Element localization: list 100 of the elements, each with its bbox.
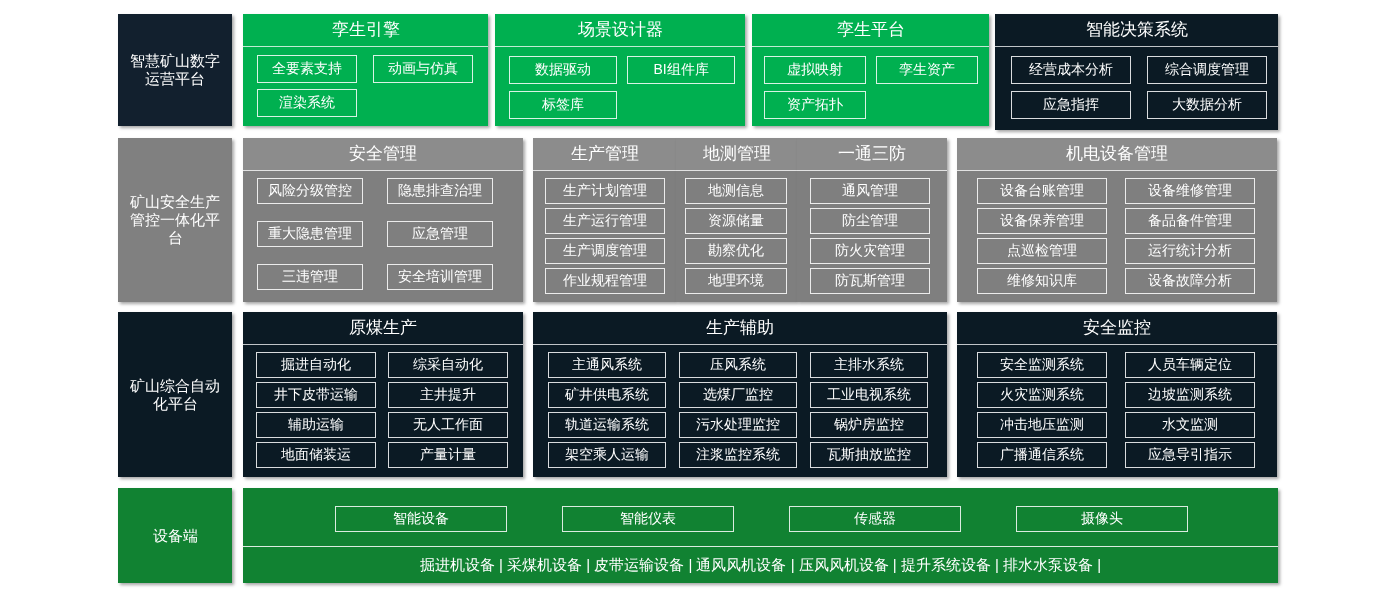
function-box: 产量计量: [388, 442, 508, 468]
function-box: 主井提升: [388, 382, 508, 408]
function-box: 掘进自动化: [256, 352, 376, 378]
function-box: 三违管理: [257, 264, 363, 290]
function-box: 隐患排查治理: [387, 178, 493, 204]
function-box: 应急管理: [387, 221, 493, 247]
equipment-panel: [243, 488, 1278, 583]
function-box: 生产计划管理: [545, 178, 665, 204]
panel-heading: 地测管理: [676, 138, 797, 171]
function-box: 大数据分析: [1147, 91, 1267, 119]
function-box: 设备台账管理: [977, 178, 1107, 204]
function-box: 安全监测系统: [977, 352, 1107, 378]
function-box: 架空乘人运输: [548, 442, 666, 468]
function-box: 综合调度管理: [1147, 56, 1267, 84]
function-box: 主通风系统: [548, 352, 666, 378]
function-box: 作业规程管理: [545, 268, 665, 294]
panel-heading: 一通三防: [797, 138, 947, 171]
function-box: 传感器: [789, 506, 961, 532]
panel-heading: 生产管理: [533, 138, 676, 171]
function-box: 设备保养管理: [977, 208, 1107, 234]
function-box: 工业电视系统: [810, 382, 928, 408]
function-box: 智能仪表: [562, 506, 734, 532]
function-box: 矿井供电系统: [548, 382, 666, 408]
function-box: 边坡监测系统: [1125, 382, 1255, 408]
module-panel: [495, 14, 745, 126]
function-box: 井下皮带运输: [256, 382, 376, 408]
function-box: 地面储装运: [256, 442, 376, 468]
panel-heading: 智能决策系统: [995, 14, 1278, 47]
panel-heading: 场景设计器: [495, 14, 745, 47]
module-panel: [957, 138, 1277, 302]
layer-label-box: 矿山综合自动化平台: [118, 312, 232, 477]
layer-label-box: 设备端: [118, 488, 232, 583]
function-box: 锅炉房监控: [810, 412, 928, 438]
module-panel: [533, 312, 947, 477]
function-box: 资源储量: [685, 208, 787, 234]
function-box: 勘察优化: [685, 238, 787, 264]
panel-heading: 机电设备管理: [957, 138, 1277, 171]
module-panel: [752, 14, 989, 126]
function-box: 火灾监测系统: [977, 382, 1107, 408]
function-box: 轨道运输系统: [548, 412, 666, 438]
panel-heading: 安全监控: [957, 312, 1277, 345]
function-box: 选煤厂监控: [679, 382, 797, 408]
function-box: 经营成本分析: [1011, 56, 1131, 84]
panel-heading: 孪生平台: [752, 14, 989, 47]
function-box: 水文监测: [1125, 412, 1255, 438]
function-box: 渲染系统: [257, 89, 357, 117]
equipment-list: 掘进机设备 | 采煤机设备 | 皮带运输设备 | 通风风机设备 | 压风风机设备 | 提升系统设备 | 排水水泵设备 |: [243, 546, 1278, 583]
module-panel: [243, 312, 523, 477]
function-box: 生产运行管理: [545, 208, 665, 234]
function-box: 资产拓扑: [764, 91, 866, 119]
function-box: 备品备件管理: [1125, 208, 1255, 234]
function-box: 设备维修管理: [1125, 178, 1255, 204]
panel-heading: 原煤生产: [243, 312, 523, 345]
panel-heading: 孪生引擎: [243, 14, 488, 47]
function-box: 辅助运输: [256, 412, 376, 438]
layer-label-box: 智慧矿山数字运营平台: [118, 14, 232, 126]
function-box: 无人工作面: [388, 412, 508, 438]
function-box: 地测信息: [685, 178, 787, 204]
function-box: 维修知识库: [977, 268, 1107, 294]
function-box: 防尘管理: [810, 208, 930, 234]
panel-heading: 生产辅助: [533, 312, 947, 345]
function-box: 人员车辆定位: [1125, 352, 1255, 378]
module-panel: [533, 138, 676, 302]
function-box: 摄像头: [1016, 506, 1188, 532]
function-box: 运行统计分析: [1125, 238, 1255, 264]
function-box: 应急指挥: [1011, 91, 1131, 119]
function-box: 注浆监控系统: [679, 442, 797, 468]
module-panel: [243, 14, 488, 126]
module-panel: [243, 138, 523, 302]
function-box: 广播通信系统: [977, 442, 1107, 468]
function-box: 冲击地压监测: [977, 412, 1107, 438]
module-panel: [957, 312, 1277, 477]
module-panel: [995, 14, 1278, 130]
function-box: 风险分级管控: [257, 178, 363, 204]
function-box: 防火灾管理: [810, 238, 930, 264]
function-box: 生产调度管理: [545, 238, 665, 264]
module-panel: [797, 138, 947, 302]
panel-heading: 安全管理: [243, 138, 523, 171]
function-box: 点巡检管理: [977, 238, 1107, 264]
function-box: 安全培训管理: [387, 264, 493, 290]
function-box: 动画与仿真: [373, 55, 473, 83]
function-box: BI组件库: [627, 56, 735, 84]
function-box: 地理环境: [685, 268, 787, 294]
function-box: 虚拟映射: [764, 56, 866, 84]
function-box: 通风管理: [810, 178, 930, 204]
function-box: 重大隐患管理: [257, 221, 363, 247]
function-box: 全要素支持: [257, 55, 357, 83]
function-box: 主排水系统: [810, 352, 928, 378]
function-box: 标签库: [509, 91, 617, 119]
function-box: 应急导引指示: [1125, 442, 1255, 468]
function-box: 压风系统: [679, 352, 797, 378]
function-box: 瓦斯抽放监控: [810, 442, 928, 468]
layer-label-box: 矿山安全生产管控一体化平台: [118, 138, 232, 302]
function-box: 污水处理监控: [679, 412, 797, 438]
function-box: 设备故障分析: [1125, 268, 1255, 294]
function-box: 综采自动化: [388, 352, 508, 378]
function-box: 智能设备: [335, 506, 507, 532]
function-box: 防瓦斯管理: [810, 268, 930, 294]
function-box: 数据驱动: [509, 56, 617, 84]
function-box: 孪生资产: [876, 56, 978, 84]
